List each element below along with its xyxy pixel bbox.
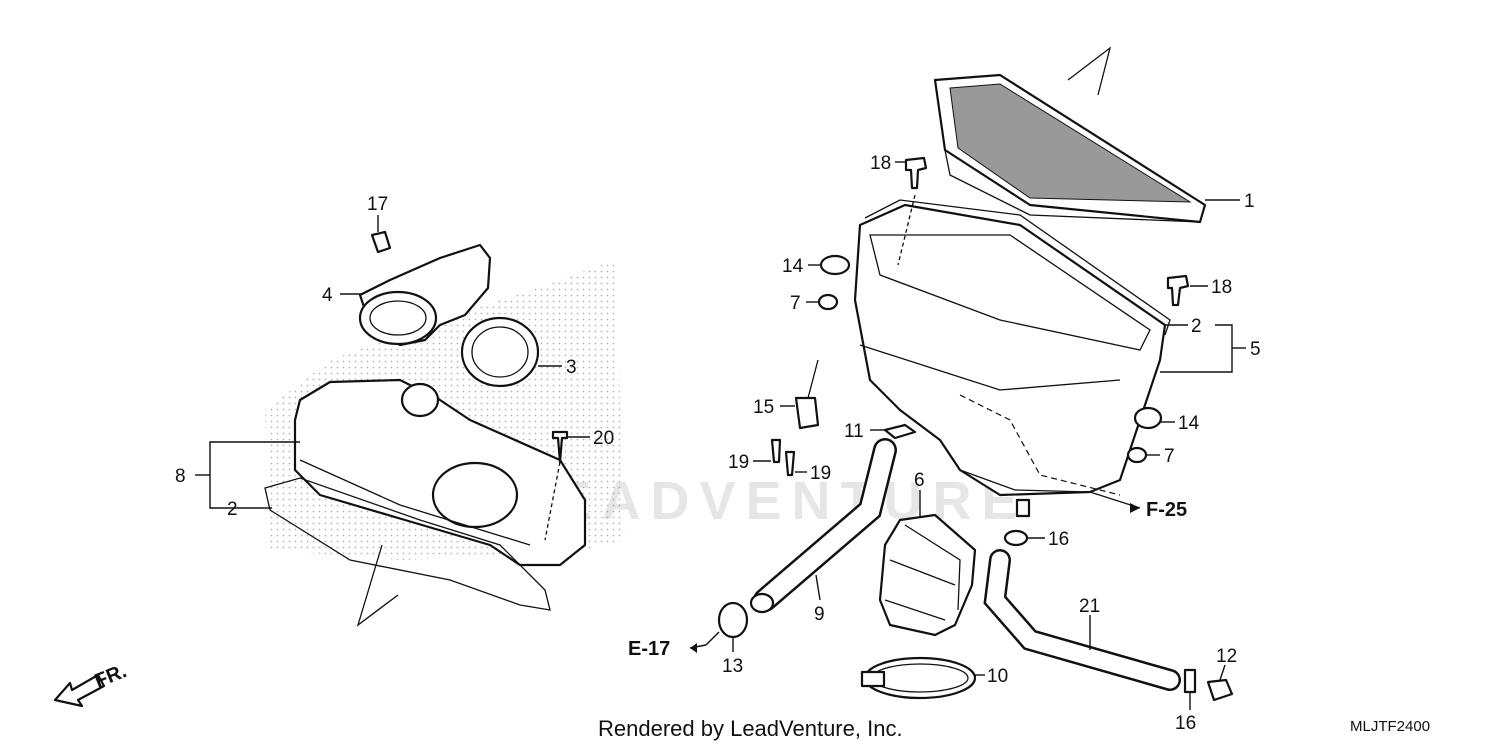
duct-seal-ring (460, 316, 540, 388)
ref-f25: F-25 (1146, 499, 1187, 521)
diagram-code: MLJTF2400 (1350, 718, 1431, 735)
callout-2-right: 2 (1191, 316, 1202, 337)
callout-4: 4 (322, 285, 333, 306)
bolt-18-top (904, 156, 928, 190)
ref-f25-arrow-icon (1130, 503, 1140, 513)
view-marker-top (1067, 46, 1112, 96)
callout-5: 5 (1250, 339, 1261, 360)
callout-17: 17 (367, 194, 388, 215)
callout-14-left: 14 (782, 256, 804, 277)
callout-19a: 19 (728, 452, 749, 473)
grommet-14-right (1133, 406, 1163, 430)
callout-9: 9 (814, 604, 825, 625)
clip-11 (883, 423, 917, 440)
collar-7-right (1126, 446, 1148, 464)
callout-3: 3 (566, 357, 577, 378)
callout-20: 20 (593, 428, 614, 449)
screw-19b (784, 450, 796, 477)
duct-gasket (264, 477, 551, 611)
screw-20 (551, 430, 569, 464)
callout-14-right: 14 (1178, 413, 1200, 434)
bolt-18-right (1166, 274, 1190, 307)
callout-12: 12 (1216, 646, 1237, 667)
air-cleaner-case (853, 203, 1167, 518)
air-filter-element (933, 73, 1207, 224)
footer-credit: Rendered by LeadVenture, Inc. (598, 716, 903, 741)
callout-19b: 19 (810, 463, 831, 484)
callout-18-right: 18 (1211, 277, 1232, 298)
callout-16-bottom: 16 (1175, 713, 1196, 734)
sensor-15 (794, 396, 820, 430)
callout-21: 21 (1079, 596, 1100, 617)
callout-10: 10 (987, 666, 1008, 687)
grommet-14-left (819, 254, 851, 276)
callout-1: 1 (1244, 191, 1255, 212)
front-direction-label: FR. (92, 660, 130, 692)
callout-18-top: 18 (870, 153, 891, 174)
ref-e17-arrow-icon (690, 643, 697, 653)
air-duct-cover (293, 378, 587, 567)
callout-8: 8 (175, 466, 186, 487)
screw-17 (370, 230, 392, 254)
plug-12 (1206, 678, 1234, 702)
callout-6: 6 (914, 470, 925, 491)
callout-2-left: 2 (227, 499, 238, 520)
ref-e17: E-17 (628, 638, 670, 660)
screw-19a (770, 438, 782, 464)
clip-16-bottom (1183, 668, 1197, 694)
hose-clamp-13 (717, 601, 749, 639)
intake-duct (358, 243, 492, 347)
callout-13: 13 (722, 656, 743, 677)
collar-7-left (817, 293, 839, 311)
band-10 (860, 656, 977, 700)
callout-16-top: 16 (1048, 529, 1069, 550)
front-direction-arrow-icon (53, 673, 106, 708)
callout-7-left: 7 (790, 293, 801, 314)
view-marker-bottom (356, 544, 399, 627)
callout-7-right: 7 (1164, 446, 1175, 467)
callout-11: 11 (844, 421, 864, 442)
clip-16-top (1003, 529, 1029, 547)
callout-15: 15 (753, 397, 774, 418)
connecting-tube (878, 513, 977, 637)
